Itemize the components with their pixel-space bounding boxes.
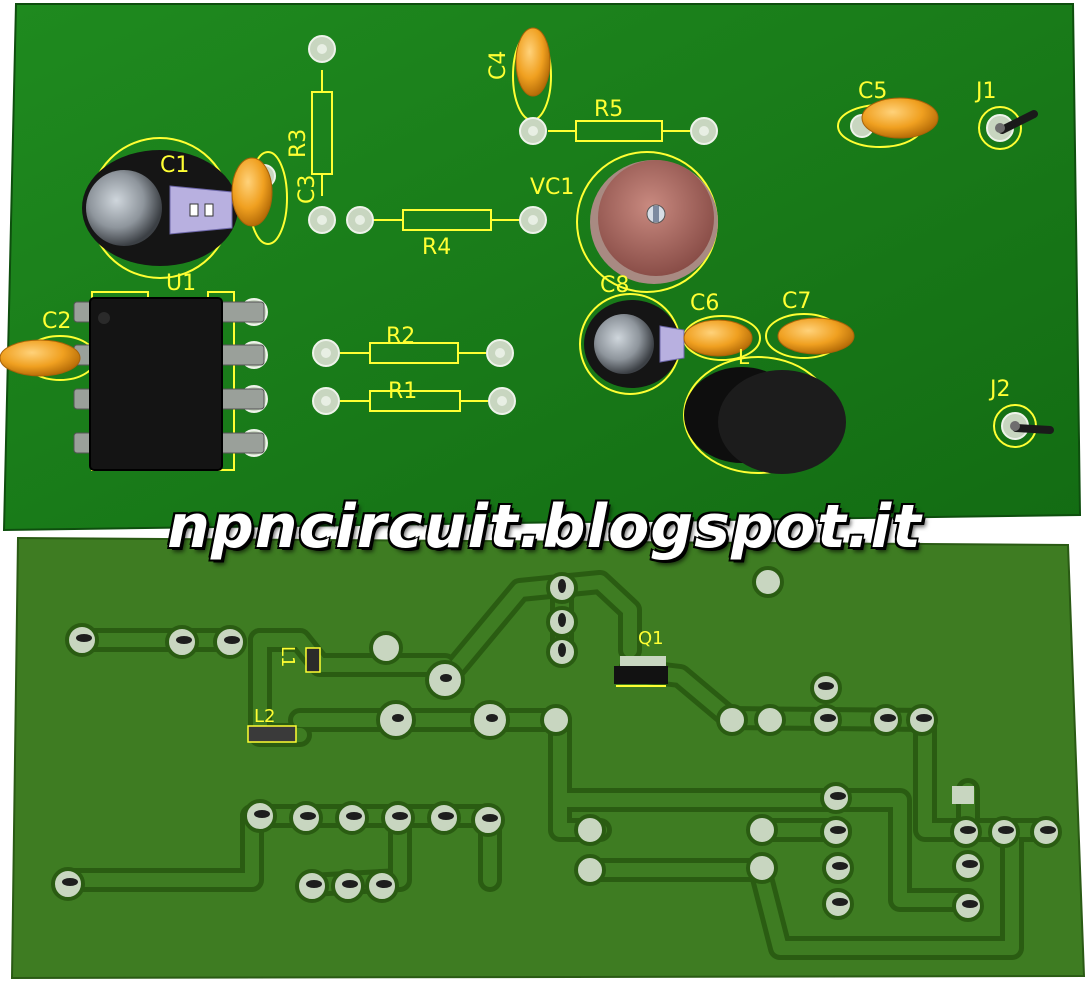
vc1-trimmer xyxy=(590,160,718,284)
label-l2: L2 xyxy=(254,706,275,727)
label-c4: C4 xyxy=(486,51,511,80)
label-l1: L1 xyxy=(277,646,298,667)
label-r3: R3 xyxy=(286,129,311,158)
label-c7: C7 xyxy=(782,289,811,314)
label-j1: J1 xyxy=(974,79,997,104)
label-l: L xyxy=(738,345,750,369)
c8-capacitor xyxy=(584,300,685,388)
ceramic-capacitors xyxy=(0,27,939,377)
label-c3: C3 xyxy=(295,175,320,204)
bottom-pin-ends xyxy=(62,579,1056,908)
label-c6: C6 xyxy=(690,291,719,316)
label-c8: C8 xyxy=(600,273,629,298)
label-r1: R1 xyxy=(388,379,417,404)
label-vc1: VC1 xyxy=(530,175,574,200)
l-inductor xyxy=(684,367,846,474)
smd-parts xyxy=(247,647,974,804)
label-r5: R5 xyxy=(594,97,623,122)
label-q1: Q1 xyxy=(638,628,664,649)
j-pins xyxy=(998,110,1054,434)
label-r4: R4 xyxy=(422,235,451,260)
label-c1: C1 xyxy=(160,153,189,178)
label-u1: U1 xyxy=(166,271,196,296)
label-r2: R2 xyxy=(386,324,415,349)
c1-capacitor xyxy=(82,150,238,266)
label-c5: C5 xyxy=(858,79,887,104)
label-j2: J2 xyxy=(988,377,1011,402)
label-c2: C2 xyxy=(42,309,71,334)
watermark-text: npncircuit.blogspot.it xyxy=(167,492,922,562)
